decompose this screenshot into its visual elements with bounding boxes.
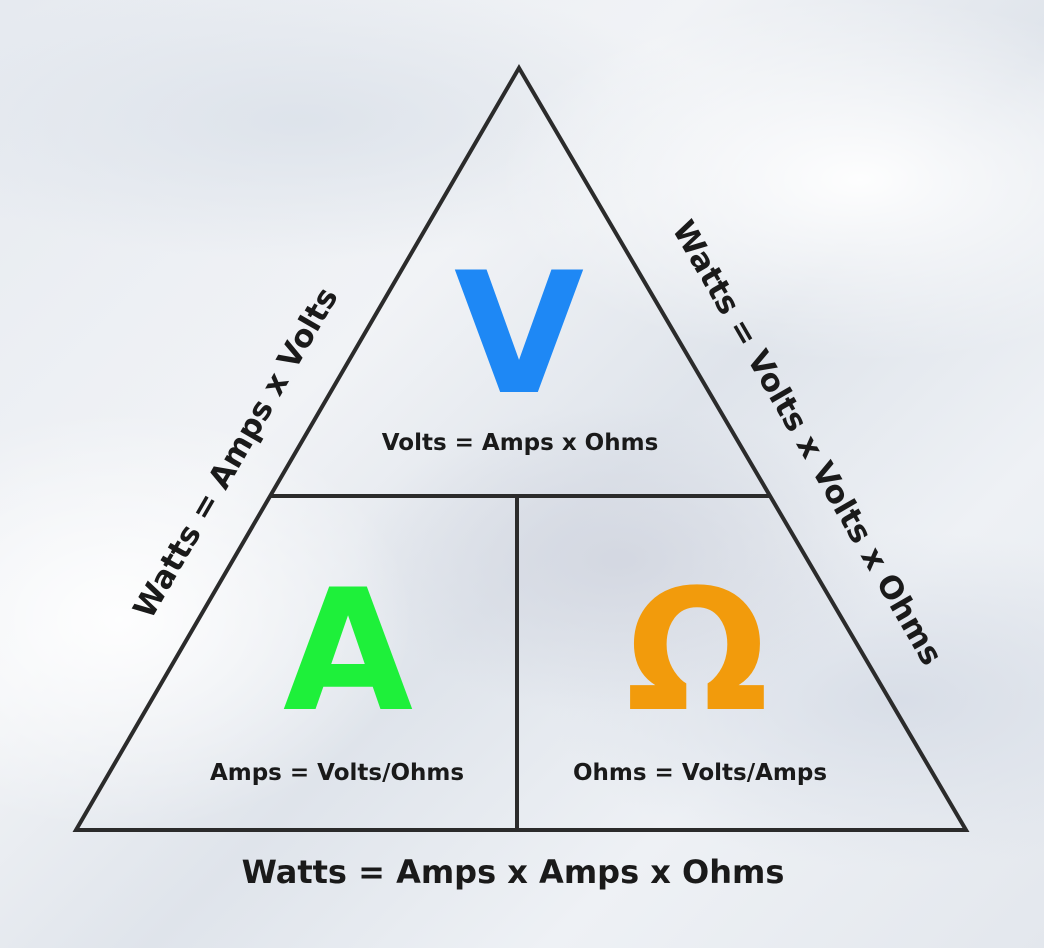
current-symbol: A bbox=[282, 553, 414, 749]
resistance-formula: Ohms = Volts/Amps bbox=[572, 760, 828, 786]
bottom-watts-label: Watts = Amps x Amps x Ohms bbox=[241, 853, 785, 891]
current-formula: Amps = Volts/Ohms bbox=[209, 760, 465, 786]
voltage-formula: Volts = Amps x Ohms bbox=[381, 430, 659, 456]
triangle-outline bbox=[72, 64, 970, 832]
voltage-symbol: V bbox=[453, 236, 585, 432]
resistance-symbol: Ω bbox=[625, 553, 769, 749]
